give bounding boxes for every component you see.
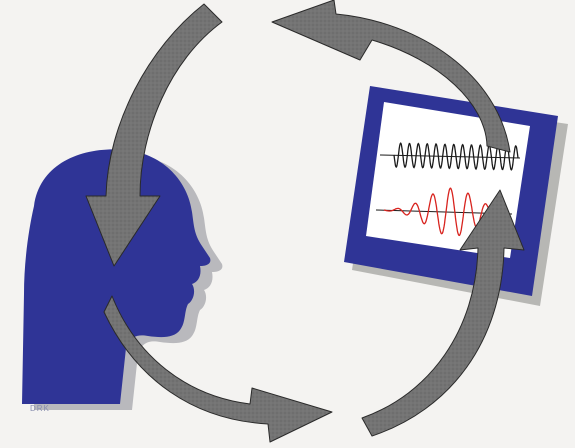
feedback-cycle (85, 0, 525, 443)
arrow-left (85, 3, 223, 267)
arrow-top (271, 0, 511, 153)
arrow-bottom (103, 295, 333, 443)
arrow-right (361, 189, 525, 437)
signal-wave-bottom (383, 187, 509, 237)
human-head (22, 149, 223, 410)
head-silhouette (22, 149, 211, 404)
monitor (344, 86, 568, 306)
artist-initials: DRK (30, 404, 50, 413)
